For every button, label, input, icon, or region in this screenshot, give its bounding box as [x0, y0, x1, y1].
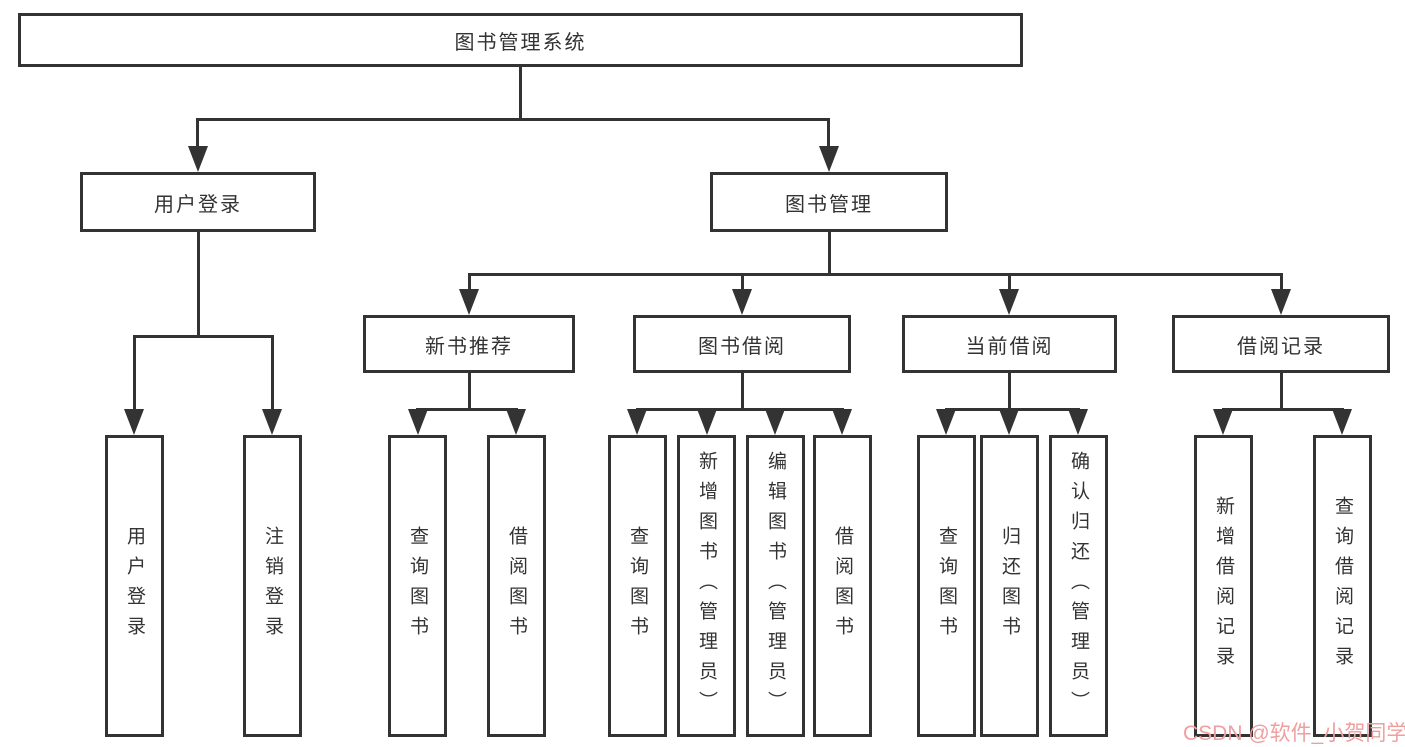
node-leaf-confirm-return-admin: 确认归还（管理员）	[1049, 435, 1108, 737]
arrow-down-icon	[459, 289, 479, 315]
node-leaf-logout: 注销登录	[243, 435, 302, 737]
arrow-down-icon	[627, 409, 647, 435]
node-user-login: 用户登录	[80, 172, 316, 232]
node-label: 确认归还（管理员）	[1068, 451, 1089, 721]
node-label: 新书推荐	[425, 335, 513, 358]
node-label: 注销登录	[262, 526, 283, 646]
connector-drop-book-management	[827, 118, 830, 148]
arrow-down-icon	[124, 409, 144, 435]
node-leaf-borrowing-query-books: 查询图书	[608, 435, 667, 737]
node-library-management-system: 图书管理系统	[18, 13, 1023, 67]
node-new-book-recommend: 新书推荐	[363, 315, 575, 373]
node-leaf-add-borrow-record: 新增借阅记录	[1194, 435, 1253, 737]
node-current-borrowing: 当前借阅	[902, 315, 1117, 373]
node-leaf-add-books-admin: 新增图书（管理员）	[677, 435, 736, 737]
arrow-down-icon	[732, 289, 752, 315]
connector-drop-leaf-user-login	[133, 335, 136, 411]
node-leaf-query-borrow-record: 查询借阅记录	[1313, 435, 1372, 737]
node-label: 查询借阅记录	[1332, 496, 1353, 676]
node-book-management: 图书管理	[710, 172, 948, 232]
node-leaf-user-login: 用户登录	[105, 435, 164, 737]
connector-recommend-stem	[468, 373, 471, 411]
arrow-down-icon	[765, 409, 785, 435]
arrow-down-icon	[262, 409, 282, 435]
node-leaf-recommend-query-books: 查询图书	[388, 435, 447, 737]
arrow-down-icon	[999, 409, 1019, 435]
csdn-watermark: CSDN @软件_小贺同学	[1183, 722, 1405, 745]
node-book-borrowing: 图书借阅	[633, 315, 851, 373]
arrow-down-icon	[1271, 289, 1291, 315]
connector-drop-user-login	[196, 118, 199, 148]
node-label: 归还图书	[999, 526, 1020, 646]
connector-records-stem	[1280, 373, 1283, 411]
node-label: 当前借阅	[965, 335, 1054, 358]
arrow-down-icon	[1332, 409, 1352, 435]
connector-level3-hbar	[468, 273, 1283, 276]
connector-drop-leaf-logout	[271, 335, 274, 411]
node-label: 查询图书	[627, 526, 648, 646]
connector-current-stem	[1008, 373, 1011, 411]
connector-level1-hbar	[196, 118, 830, 121]
node-label: 新增图书（管理员）	[696, 451, 717, 721]
connector-book-management-stem	[828, 232, 831, 275]
arrow-down-icon	[1213, 409, 1233, 435]
node-label: 图书管理系统	[454, 31, 587, 54]
arrow-down-icon	[506, 409, 526, 435]
arrow-down-icon	[1068, 409, 1088, 435]
node-label: 图书借阅	[698, 335, 786, 358]
node-label: 查询图书	[936, 526, 957, 646]
node-leaf-current-query-books: 查询图书	[917, 435, 976, 737]
arrow-down-icon	[819, 146, 839, 172]
connector-drop-book-borrowing	[741, 273, 744, 291]
node-label: 借阅图书	[832, 526, 853, 646]
node-label: 查询图书	[407, 526, 428, 646]
arrow-down-icon	[999, 289, 1019, 315]
node-leaf-borrowing-borrow-books: 借阅图书	[813, 435, 872, 737]
connector-borrowing-stem	[741, 373, 744, 411]
node-leaf-return-books: 归还图书	[980, 435, 1039, 737]
node-label: 借阅记录	[1237, 335, 1325, 358]
connector-root-stem	[519, 67, 522, 121]
connector-records-hbar	[1222, 408, 1344, 411]
node-label: 图书管理	[785, 193, 873, 216]
node-leaf-recommend-borrow-books: 借阅图书	[487, 435, 546, 737]
node-label: 新增借阅记录	[1213, 496, 1234, 676]
connector-user-login-hbar	[133, 335, 274, 338]
connector-drop-borrow-records	[1280, 273, 1283, 291]
arrow-down-icon	[936, 409, 956, 435]
node-label: 用户登录	[124, 526, 145, 646]
node-label: 用户登录	[154, 193, 242, 216]
arrow-down-icon	[408, 409, 428, 435]
node-borrow-records: 借阅记录	[1172, 315, 1390, 373]
connector-user-login-stem	[197, 232, 200, 336]
connector-borrowing-hbar	[636, 408, 844, 411]
node-label: 编辑图书（管理员）	[765, 451, 786, 721]
node-leaf-edit-books-admin: 编辑图书（管理员）	[746, 435, 805, 737]
arrow-down-icon	[697, 409, 717, 435]
arrow-down-icon	[188, 146, 208, 172]
arrow-down-icon	[832, 409, 852, 435]
connector-recommend-hbar	[416, 408, 518, 411]
connector-drop-new-book-recommend	[468, 273, 471, 291]
connector-drop-current-borrowing	[1008, 273, 1011, 291]
node-label: 借阅图书	[506, 526, 527, 646]
